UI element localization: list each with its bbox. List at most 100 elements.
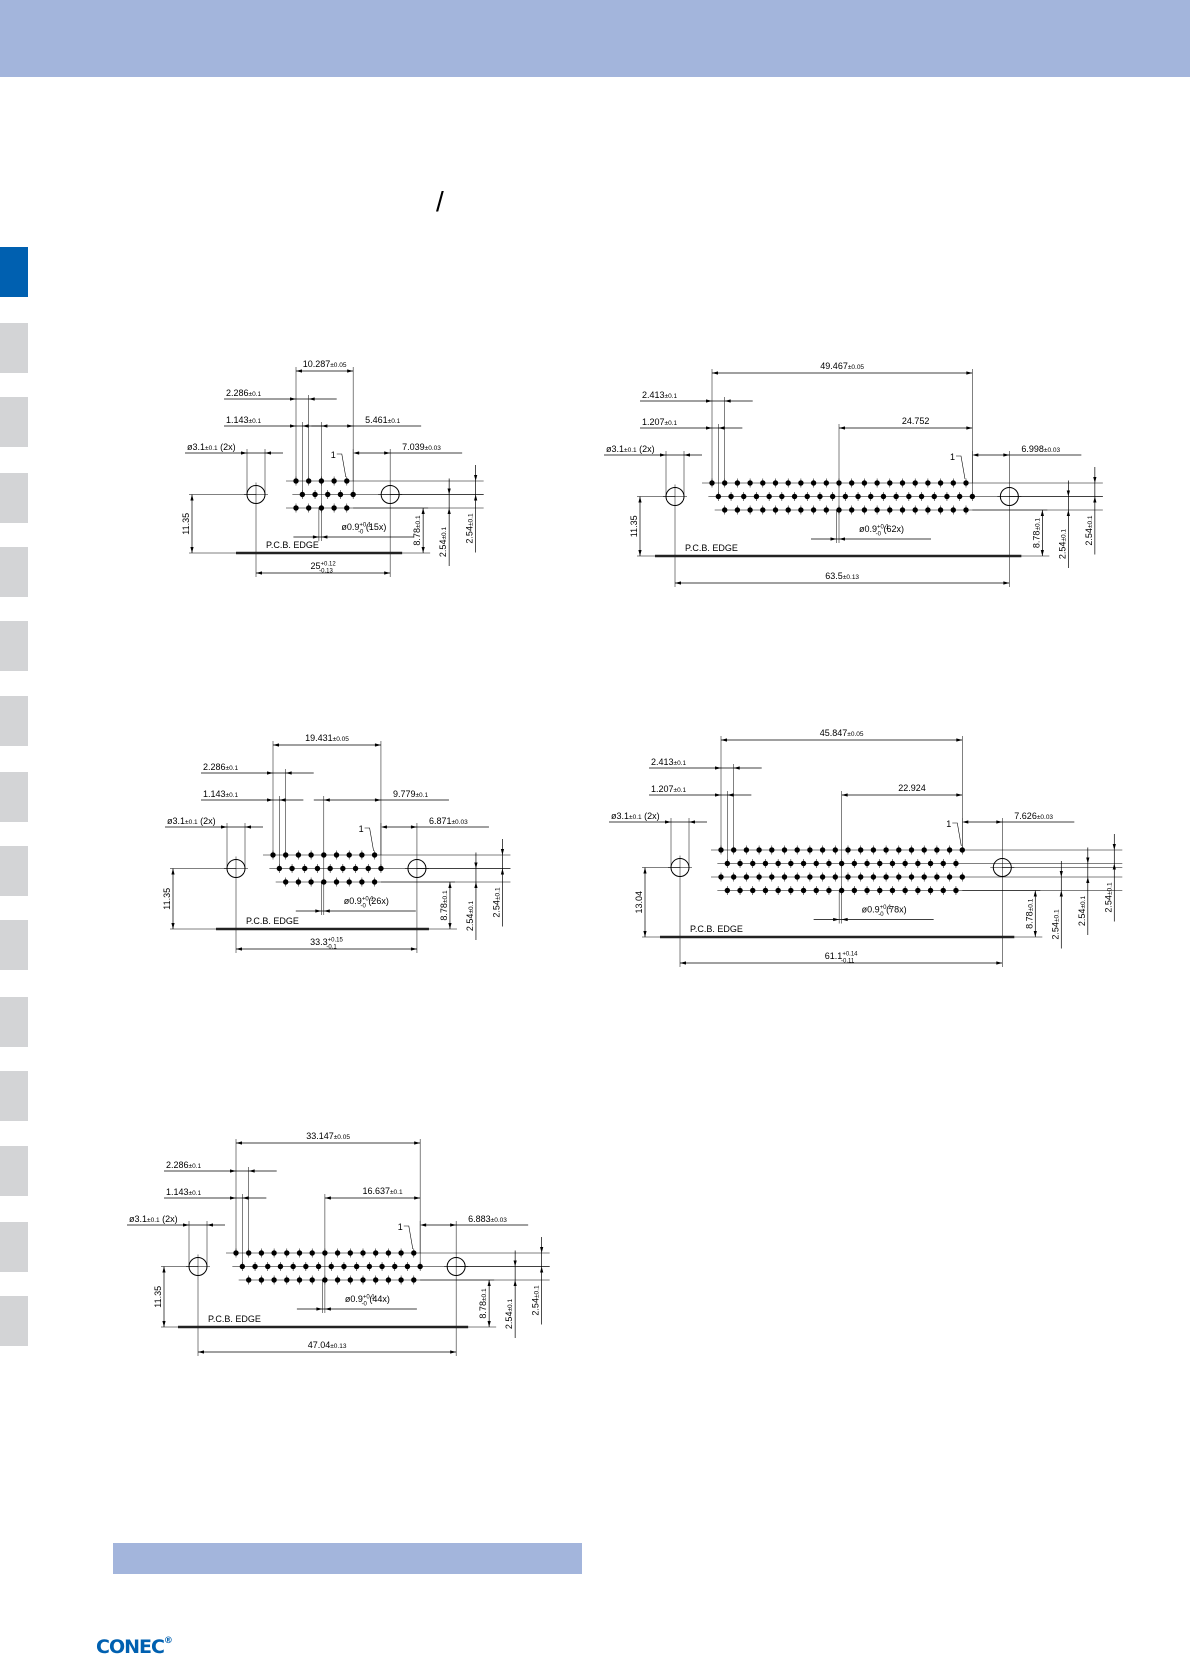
pin-hole <box>252 1263 258 1270</box>
arrowhead <box>830 537 837 541</box>
arrowhead <box>410 825 417 829</box>
side-tab[interactable] <box>0 473 28 523</box>
arrowhead <box>956 738 963 742</box>
pin-hole <box>849 480 855 486</box>
label-tol: ±0.05 <box>333 736 350 743</box>
arrowhead <box>190 547 194 553</box>
side-tab-active[interactable] <box>0 247 28 297</box>
label-value: 33.147 <box>306 1131 334 1141</box>
pin-hole <box>284 1277 290 1283</box>
label-tol: ±0.1 <box>624 447 637 454</box>
pcb-edge-label: P.C.B. EDGE <box>208 1314 261 1324</box>
side-tab[interactable] <box>0 1222 28 1272</box>
dimension-label: 45.847±0.05 <box>820 728 864 738</box>
pin-hole <box>864 860 870 867</box>
label-lower: -0 <box>362 1302 368 1308</box>
pin-hole <box>404 1263 411 1270</box>
arrowhead <box>1086 877 1090 883</box>
dimension-label: ø0.9+0.1-0 (44x) <box>345 1294 390 1308</box>
label-value: 2.54 <box>504 1312 514 1330</box>
arrowhead <box>1059 871 1063 877</box>
label-value: 2.54 <box>465 914 475 932</box>
pin-1-leader <box>336 453 347 478</box>
pin-hole <box>309 1277 315 1283</box>
row-pitch-label: 2.54±0.1 <box>465 513 475 544</box>
label-lower: -0.1 <box>326 945 337 951</box>
pin-hole <box>337 491 344 498</box>
label-value: 25 <box>310 561 320 571</box>
pin-hole <box>371 879 378 885</box>
connector-footprint-78-pin: P.C.B. EDGE45.847±0.052.413±0.11.207±0.1… <box>609 728 1123 967</box>
label-value: 1.143 <box>166 1187 189 1197</box>
pin-hole <box>858 874 864 880</box>
dimension-label: ø0.9+0.1-0 (62x) <box>859 524 904 538</box>
pin-hole <box>908 874 915 880</box>
arrowhead <box>841 917 848 922</box>
arrowhead <box>241 451 247 455</box>
dimension-label: 11.35 <box>162 888 172 910</box>
side-tab[interactable] <box>0 920 28 970</box>
label-tol: ±0.1 <box>665 393 678 400</box>
pin-hole <box>347 1277 353 1283</box>
dimension-label: 8.78±0.1 <box>439 890 449 921</box>
dimension-label: 13.04 <box>634 891 644 914</box>
arrowhead <box>718 426 725 430</box>
pin-hole <box>766 493 772 500</box>
label-value: ø3.1 <box>611 811 629 821</box>
label-tol: ±0.1 <box>226 765 239 772</box>
dimension-label: 16.637±0.1 <box>362 1186 403 1196</box>
side-tab[interactable] <box>0 547 28 597</box>
pin-hole <box>877 887 883 894</box>
arrowhead <box>414 1196 421 1200</box>
arrowhead <box>448 923 452 929</box>
side-tab[interactable] <box>0 1071 28 1121</box>
pin-hole <box>365 865 371 872</box>
label-upper: +0.15 <box>328 938 344 944</box>
label-value: 49.467 <box>820 361 848 371</box>
dimension-label: 25+0.12-0.13 <box>310 561 336 575</box>
arrowhead <box>487 1280 491 1286</box>
dimension-label: 8.78±0.1 <box>412 515 422 546</box>
label-count: (2x) <box>160 1214 178 1224</box>
side-tab[interactable] <box>0 621 28 671</box>
pin-hole <box>373 1250 379 1256</box>
pin-hole <box>333 852 340 858</box>
pin-hole <box>762 887 769 894</box>
arrowhead <box>1003 453 1010 457</box>
arrowhead <box>324 1307 331 1311</box>
label-tol: ±0.1 <box>185 819 198 826</box>
side-tab[interactable] <box>0 397 28 447</box>
label-value: ø0.9 <box>862 905 880 915</box>
label-value: 8.78 <box>439 903 449 921</box>
side-tab[interactable] <box>0 772 28 822</box>
arrowhead <box>410 947 417 951</box>
side-tab[interactable] <box>0 323 28 373</box>
pin-hole <box>284 1250 290 1256</box>
label-value: 11.35 <box>181 513 191 535</box>
dimension-label: 1.143±0.1 <box>226 415 262 425</box>
pin-hole <box>896 847 902 853</box>
pin-hole <box>889 860 896 867</box>
arrowhead <box>1086 857 1090 864</box>
pin-hole <box>906 493 912 500</box>
arrowhead <box>162 1266 166 1273</box>
side-tab[interactable] <box>0 1296 28 1346</box>
side-tab[interactable] <box>0 696 28 746</box>
arrowhead <box>684 453 690 457</box>
side-tab[interactable] <box>0 997 28 1047</box>
pin-hole <box>940 860 946 867</box>
side-tab[interactable] <box>0 1146 28 1196</box>
pin-hole <box>823 507 829 513</box>
label-value: 61.1 <box>825 951 843 961</box>
label-value: 47.04 <box>308 1340 331 1350</box>
label-value: 2.286 <box>166 1160 189 1170</box>
arrowhead <box>1033 931 1037 937</box>
arrowhead <box>230 1196 236 1200</box>
pin-hole <box>760 507 766 513</box>
pin-hole <box>769 874 775 880</box>
side-tab[interactable] <box>0 846 28 896</box>
pin-hole <box>877 860 883 867</box>
arrowhead <box>421 508 425 514</box>
pin-hole <box>737 887 743 894</box>
label-tol: ±0.1 <box>441 527 448 540</box>
